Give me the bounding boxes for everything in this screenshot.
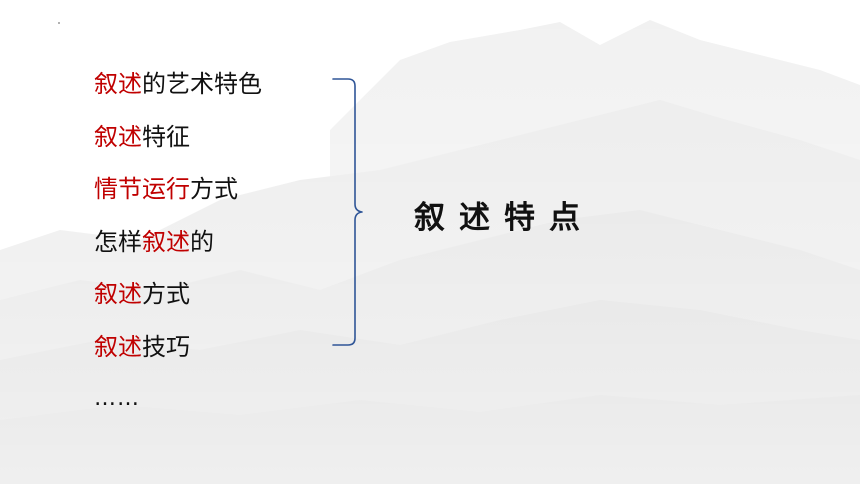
list-item-6: 叙述技巧 — [94, 327, 262, 380]
item-4-seg-2: 叙述 — [142, 227, 190, 256]
item-4-seg-3: 的 — [190, 227, 214, 256]
list-item-2: 叙述特征 — [94, 117, 262, 170]
term-list: 叙述的艺术特色 叙述特征 情节运行方式 怎样叙述的 叙述方式 叙述技巧 …… — [94, 64, 262, 432]
item-1-seg-1: 叙述 — [94, 70, 142, 98]
item-3-seg-2: 方式 — [190, 175, 238, 203]
list-item-3: 情节运行方式 — [94, 169, 262, 222]
item-3-seg-1: 情节运行 — [94, 175, 190, 203]
item-6-seg-2: 技巧 — [142, 332, 190, 361]
summary-label: 叙述特点 — [414, 200, 594, 236]
item-2-seg-1: 叙述 — [94, 122, 142, 151]
list-item-1: 叙述的艺术特色 — [94, 64, 262, 117]
list-item-5: 叙述方式 — [94, 274, 262, 327]
item-2-seg-2: 特征 — [142, 122, 190, 151]
decorative-dot — [58, 22, 60, 24]
list-ellipsis: …… — [94, 386, 140, 411]
brace-stroke — [332, 78, 363, 346]
list-item-4: 怎样叙述的 — [94, 222, 262, 275]
item-6-seg-1: 叙述 — [94, 332, 142, 361]
item-4-seg-1: 怎样 — [94, 227, 142, 256]
right-curly-brace-icon — [332, 78, 363, 346]
item-1-seg-2: 的艺术特色 — [142, 70, 262, 98]
item-5-seg-2: 方式 — [142, 280, 190, 308]
item-5-seg-1: 叙述 — [94, 280, 142, 308]
